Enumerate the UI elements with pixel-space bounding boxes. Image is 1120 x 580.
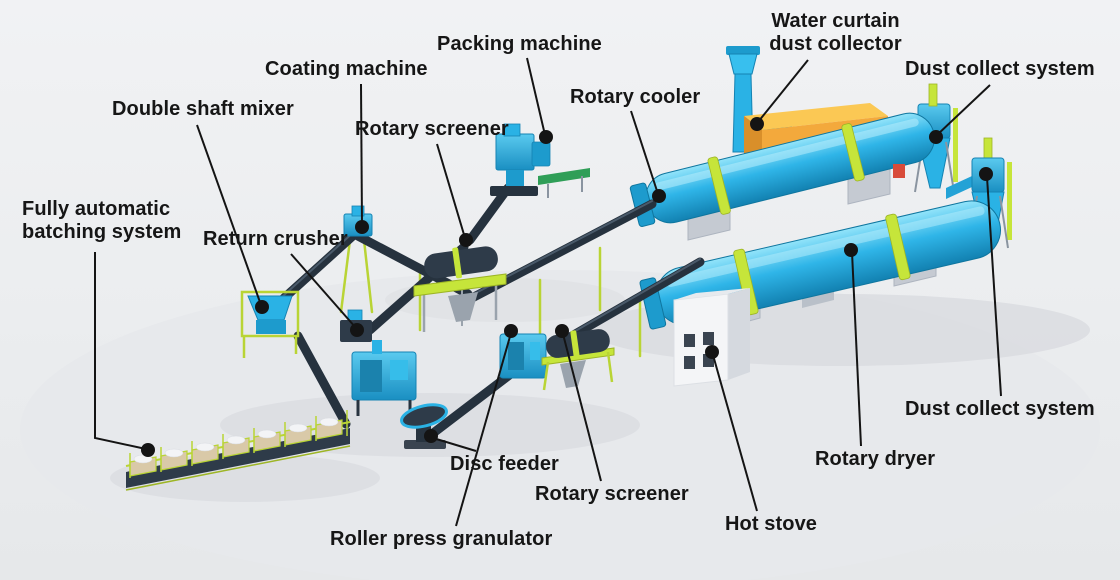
label-rotary-screener-bottom: Rotary screener bbox=[535, 483, 689, 505]
rotary-screener-top-graphic bbox=[413, 246, 507, 332]
label-dots bbox=[141, 117, 993, 457]
batching-system-graphic bbox=[125, 410, 351, 491]
label-fully-automatic-batching-system: Fully automatic batching system bbox=[22, 198, 182, 243]
label-rotary-dryer: Rotary dryer bbox=[815, 448, 936, 470]
label-return-crusher: Return crusher bbox=[203, 228, 348, 250]
label-leader-lines bbox=[94, 57, 1002, 527]
label-hot-stove: Hot stove bbox=[725, 513, 818, 535]
label-rotary-cooler: Rotary cooler bbox=[570, 86, 701, 108]
packing-machine-graphic bbox=[490, 123, 590, 198]
rotary-screener-bottom-graphic bbox=[541, 329, 615, 391]
label-coating-machine: Coating machine bbox=[265, 58, 428, 80]
hot-stove-graphic bbox=[673, 288, 750, 387]
red-valve-graphic bbox=[893, 164, 905, 178]
label-roller-press-granulator: Roller press granulator bbox=[330, 528, 553, 550]
disc-feeder-graphic bbox=[400, 403, 448, 449]
label-double-shaft-mixer: Double shaft mixer bbox=[112, 98, 294, 120]
label-dust-collect-system-top: Dust collect system bbox=[905, 58, 1095, 80]
label-water-curtain-dust-collector: Water curtain dust collector bbox=[769, 10, 902, 55]
label-disc-feeder: Disc feeder bbox=[450, 453, 559, 475]
mixer-unit-graphic bbox=[351, 340, 417, 416]
label-packing-machine: Packing machine bbox=[437, 33, 602, 55]
roller-press-granulator-graphic bbox=[499, 333, 547, 379]
label-rotary-screener-top: Rotary screener bbox=[355, 118, 509, 140]
label-dust-collect-system-bottom: Dust collect system bbox=[905, 398, 1095, 420]
